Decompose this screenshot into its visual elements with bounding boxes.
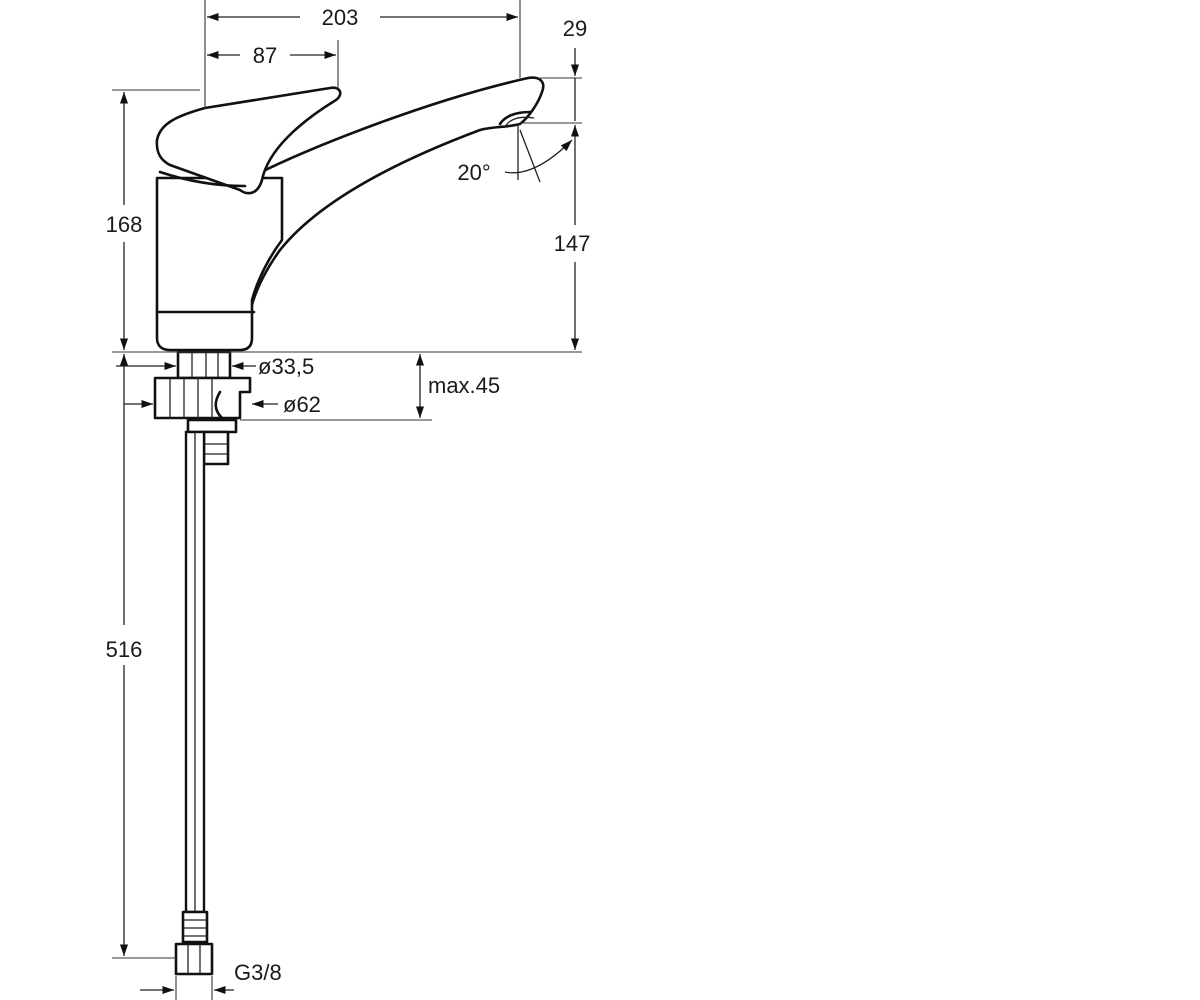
label-shank-diameter: ø33,5 xyxy=(258,354,314,379)
mounting-assembly xyxy=(153,350,252,466)
label-total-reach: 203 xyxy=(322,5,359,30)
fixing-nut xyxy=(153,376,252,420)
aerator-ring xyxy=(503,116,535,129)
dim-spout-tip-height: 29 xyxy=(520,16,587,124)
label-spout-tip-height: 29 xyxy=(563,16,587,41)
label-spout-height: 147 xyxy=(554,231,591,256)
dim-connection-thread: G3/8 xyxy=(140,960,282,1000)
dim-total-reach: 203 xyxy=(204,0,521,108)
label-hose-length: 516 xyxy=(106,637,143,662)
hose-crimp xyxy=(181,910,209,944)
dim-shank-diameter: ø33,5 xyxy=(116,354,314,379)
connection-nut xyxy=(174,942,214,976)
flexible-hose xyxy=(174,430,214,976)
label-lever-offset: 87 xyxy=(253,43,277,68)
dim-spray-angle: 20° xyxy=(457,126,573,185)
hose-connector xyxy=(186,418,238,434)
dim-lever-offset: 87 xyxy=(207,40,339,88)
lever-cap-line xyxy=(158,170,247,188)
label-connection-thread: G3/8 xyxy=(234,960,282,985)
body-cylinder xyxy=(155,176,284,352)
dim-hose-length: 516 xyxy=(106,354,176,959)
dim-max-counter-thickness: max.45 xyxy=(415,354,500,418)
faucet-body xyxy=(155,76,545,352)
spout xyxy=(234,76,545,314)
threaded-shank xyxy=(176,350,232,380)
dim-base-diameter: ø62 xyxy=(124,392,321,417)
label-max-counter-thickness: max.45 xyxy=(428,373,500,398)
lever-handle xyxy=(155,86,342,195)
label-body-height: 168 xyxy=(106,212,143,237)
label-spray-angle: 20° xyxy=(457,160,490,185)
aerator xyxy=(498,110,532,126)
dim-body-height: 168 xyxy=(106,89,200,350)
label-base-diameter: ø62 xyxy=(283,392,321,417)
dim-spout-height: 147 xyxy=(554,124,591,350)
